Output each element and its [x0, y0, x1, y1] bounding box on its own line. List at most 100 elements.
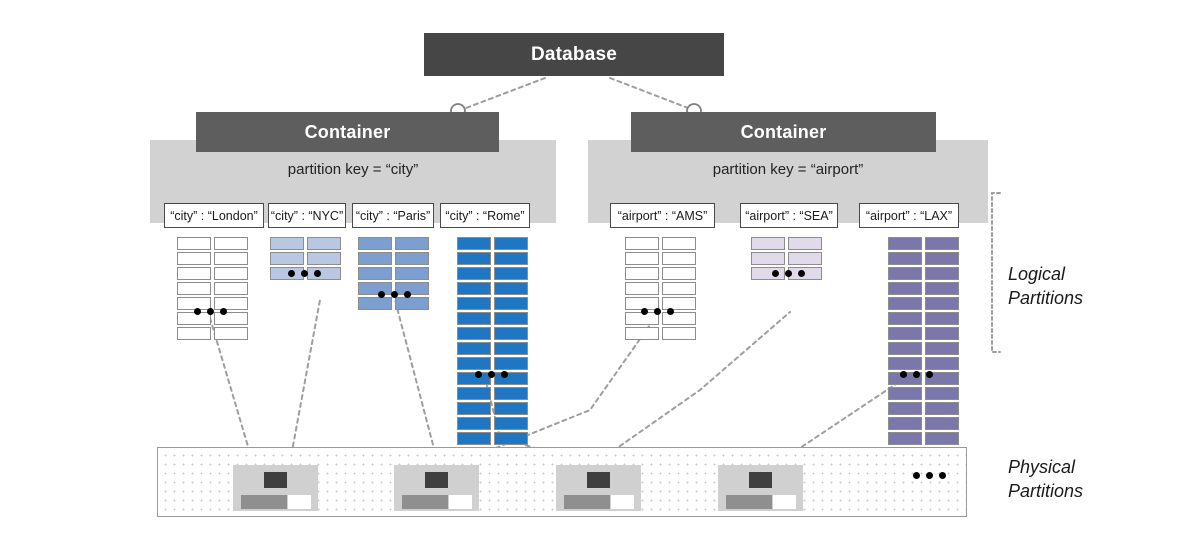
row-item [214, 297, 248, 310]
physical-partition-replica-icon [288, 495, 311, 509]
row-item [494, 357, 528, 370]
physical-partition-replica-icon [587, 495, 610, 509]
row-item [177, 282, 211, 295]
row-item [457, 297, 491, 310]
row-item [457, 312, 491, 325]
row-item [625, 252, 659, 265]
row-item [662, 327, 696, 340]
row-item [925, 342, 959, 355]
row-item [888, 432, 922, 445]
physical-partitions-label: Physical Partitions [1008, 457, 1084, 502]
row-item [494, 282, 528, 295]
row-item [395, 297, 429, 310]
logical-partitions-label: Logical Partitions [1008, 264, 1084, 309]
row-item [457, 327, 491, 340]
ellipsis-rome [475, 371, 508, 378]
row-item [177, 237, 211, 250]
row-stack-column [662, 237, 696, 340]
physical-partition-replica-icon [264, 495, 287, 509]
row-stack-lax [888, 237, 959, 445]
row-item [925, 282, 959, 295]
edge-database-to-container-left [465, 77, 546, 109]
row-item [494, 327, 528, 340]
logical-partition-chip-nyc[interactable]: “city” : “NYC” [268, 203, 346, 228]
ellipsis-london [194, 308, 227, 315]
physical-partition-3[interactable] [556, 465, 641, 511]
row-stack-column [214, 237, 248, 340]
physical-partition-replica-icon [611, 495, 634, 509]
row-item [214, 237, 248, 250]
row-stack-rome [457, 237, 528, 445]
row-stack-nyc [270, 237, 341, 280]
edge-database-to-container-right [609, 77, 689, 109]
row-item [925, 357, 959, 370]
row-stack-column [457, 237, 491, 445]
physical-partition-replica-icon [749, 495, 772, 509]
row-item [925, 297, 959, 310]
row-item [494, 312, 528, 325]
row-item [395, 237, 429, 250]
physical-partition-replica-icon [449, 495, 472, 509]
row-stack-column [177, 237, 211, 340]
row-item [662, 282, 696, 295]
database-node[interactable]: Database [424, 33, 724, 76]
physical-partition-head-icon [749, 472, 772, 488]
ellipsis-ams [641, 308, 674, 315]
logical-partition-chip-rome[interactable]: “city” : “Rome” [440, 203, 530, 228]
row-item [625, 327, 659, 340]
row-item [494, 387, 528, 400]
row-item [177, 327, 211, 340]
row-item [457, 267, 491, 280]
row-item [358, 267, 392, 280]
logical-partition-chip-lax[interactable]: “airport” : “LAX” [859, 203, 959, 228]
row-stack-column [925, 237, 959, 445]
row-stack-london [177, 237, 248, 340]
row-item [625, 267, 659, 280]
ellipsis-nyc [288, 270, 321, 277]
row-stack-column [395, 237, 429, 310]
physical-partition-2[interactable] [394, 465, 479, 511]
row-item [662, 297, 696, 310]
logical-partition-chip-ams[interactable]: “airport” : “AMS” [610, 203, 715, 228]
row-item [888, 267, 922, 280]
row-item [788, 237, 822, 250]
row-stack-ams [625, 237, 696, 340]
row-item [457, 237, 491, 250]
partition-key-label-airport: partition key = “airport” [712, 161, 864, 178]
row-item [270, 252, 304, 265]
ellipsis-physical-partitions [913, 472, 946, 479]
container-node-airport[interactable]: Container [631, 112, 936, 152]
row-stack-column [788, 237, 822, 280]
row-item [888, 357, 922, 370]
row-item [925, 372, 959, 385]
row-item [214, 327, 248, 340]
ellipsis-sea [772, 270, 805, 277]
row-item [888, 402, 922, 415]
physical-partition-4[interactable] [718, 465, 803, 511]
row-item [457, 432, 491, 445]
row-item [457, 342, 491, 355]
logical-partition-chip-paris[interactable]: “city” : “Paris” [352, 203, 434, 228]
ellipsis-lax [900, 371, 933, 378]
container-node-city[interactable]: Container [196, 112, 499, 152]
row-item [358, 237, 392, 250]
row-item [751, 252, 785, 265]
row-item [214, 267, 248, 280]
logical-partition-chip-london[interactable]: “city” : “London” [164, 203, 264, 228]
row-item [925, 237, 959, 250]
logical-partition-chip-sea[interactable]: “airport” : “SEA” [740, 203, 838, 228]
row-item [625, 282, 659, 295]
row-item [494, 267, 528, 280]
row-item [662, 252, 696, 265]
row-item [662, 267, 696, 280]
physical-partition-replica-icon [241, 495, 264, 509]
physical-partition-head-icon [587, 472, 610, 488]
row-item [494, 297, 528, 310]
row-item [457, 402, 491, 415]
row-item [925, 327, 959, 340]
physical-partition-1[interactable] [233, 465, 318, 511]
physical-partition-head-icon [264, 472, 287, 488]
row-item [395, 282, 429, 295]
row-stack-column [625, 237, 659, 340]
row-item [888, 417, 922, 430]
